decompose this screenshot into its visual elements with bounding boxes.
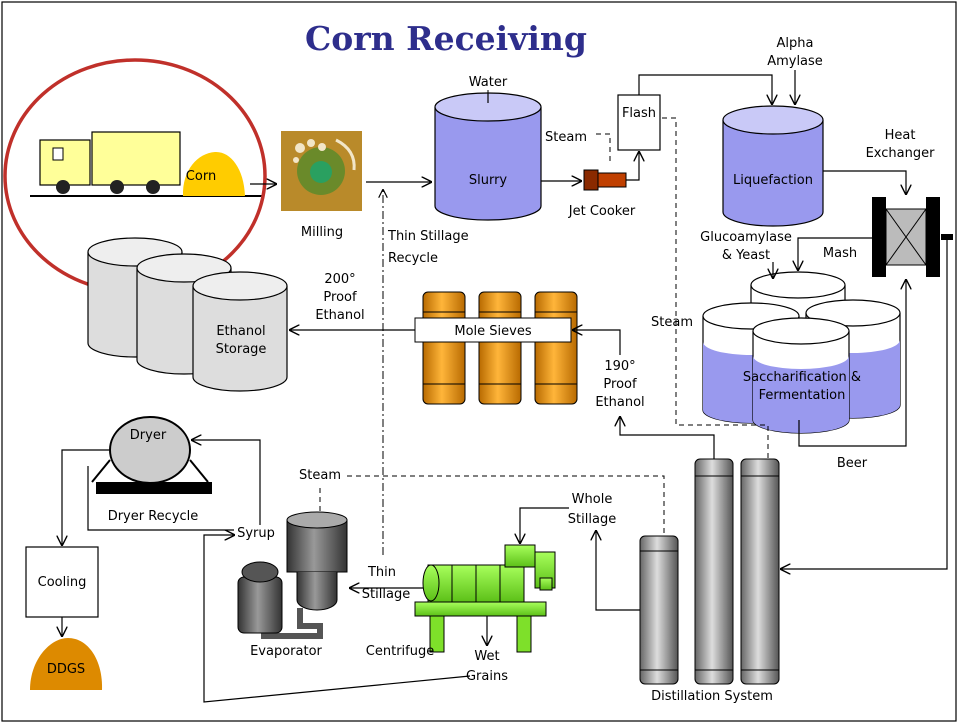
slurry-tank xyxy=(434,92,542,221)
centrifuge-icon xyxy=(414,544,556,653)
slurry-label: Slurry xyxy=(469,173,508,188)
proof-190-label-3: Ethanol xyxy=(595,395,644,410)
centrifuge-label: Centrifuge xyxy=(366,644,434,659)
alpha-amylase-label-2: Amylase xyxy=(767,54,823,69)
liquefaction-tank xyxy=(722,105,824,227)
steam-label-top: Steam xyxy=(545,130,587,145)
alpha-amylase-label-1: Alpha xyxy=(777,36,814,51)
mole-sieve-barrels xyxy=(422,291,578,405)
flow-arrow xyxy=(192,440,261,525)
ddgs-pile xyxy=(30,638,103,690)
flow-arrow xyxy=(62,449,110,545)
flow-arrow xyxy=(781,240,948,569)
flow-arrow xyxy=(798,280,906,447)
proof-200-label-1: 200° xyxy=(324,272,355,287)
proof-190-label-2: Proof xyxy=(603,377,637,392)
jet-cooker-label: Jet Cooker xyxy=(568,204,636,219)
thin-stillage-recycle-label-1: Thin Stillage xyxy=(387,229,469,244)
glucoamylase-label-1: Glucoamylase xyxy=(700,230,792,245)
distillation-system-label: Distillation System xyxy=(651,689,773,704)
dryer-icon xyxy=(91,416,212,494)
heat-exchanger-label-1: Heat xyxy=(885,128,916,143)
wet-grains-label-1: Wet xyxy=(474,649,499,664)
corn-pile xyxy=(182,151,245,196)
ethanol-storage-tanks xyxy=(87,237,288,392)
heat-exchanger-label-2: Exchanger xyxy=(866,146,936,161)
steam-lines xyxy=(319,117,769,534)
distillation-columns xyxy=(639,458,780,685)
jet-cooker-icon xyxy=(583,169,627,191)
steam-label-low: Steam xyxy=(299,468,341,483)
liquefaction-label: Liquefaction xyxy=(733,173,813,188)
flash-label: Flash xyxy=(622,106,656,121)
proof-190-label-1: 190° xyxy=(604,359,635,374)
beer-label: Beer xyxy=(837,456,868,471)
flow-arrow xyxy=(638,74,772,104)
flow-arrow xyxy=(203,535,471,703)
flow-arrow xyxy=(620,417,715,459)
corn-label: Corn xyxy=(186,169,216,184)
syrup-label: Syrup xyxy=(237,526,275,541)
thin-stillage-recycle-label-2: Recycle xyxy=(388,251,438,266)
saccharification-label-1: Saccharification & xyxy=(743,370,861,385)
evaporator-label: Evaporator xyxy=(250,644,322,659)
cooling-label: Cooling xyxy=(38,575,87,590)
flow-arrow xyxy=(823,170,906,194)
proof-200-label-2: Proof xyxy=(323,290,357,305)
steam-line xyxy=(347,475,665,534)
steam-line xyxy=(596,133,611,164)
steam-label-mid: Steam xyxy=(651,315,693,330)
flow-arrow xyxy=(520,507,569,543)
evaporator-icon xyxy=(237,511,348,639)
mole-sieves-label: Mole Sieves xyxy=(454,324,531,339)
ethanol-storage-label-1: Ethanol xyxy=(216,324,265,339)
dryer-recycle-label: Dryer Recycle xyxy=(108,509,199,524)
flow-arrow xyxy=(87,466,234,531)
flow-arrow xyxy=(596,531,640,611)
thin-stillage-label-2: Stillage xyxy=(362,587,410,602)
saccharification-label-2: Fermentation xyxy=(759,388,846,403)
flow-arrow xyxy=(573,330,621,355)
steam-line xyxy=(662,117,769,459)
whole-stillage-label-2: Stillage xyxy=(568,512,616,527)
flow-lines xyxy=(62,70,948,703)
flow-arrow xyxy=(798,237,872,270)
dryer-label: Dryer xyxy=(130,428,167,443)
wet-grains-label-2: Grains xyxy=(466,669,508,684)
water-label: Water xyxy=(469,75,508,90)
mole-sieves-box xyxy=(414,317,572,343)
page-title: Corn Receiving xyxy=(305,19,587,58)
mash-label: Mash xyxy=(823,246,857,261)
ethanol-storage-label-2: Storage xyxy=(216,342,267,357)
proof-200-label-3: Ethanol xyxy=(315,308,364,323)
heat-exchanger-icon xyxy=(872,197,953,277)
thin-stillage-label-1: Thin xyxy=(367,565,396,580)
ddgs-label: DDGS xyxy=(47,662,85,677)
whole-stillage-label-1: Whole xyxy=(572,492,613,507)
flash-vessel xyxy=(617,94,661,151)
cooling-box xyxy=(25,546,99,618)
milling-label: Milling xyxy=(301,225,343,240)
fermentation-tanks xyxy=(702,271,901,434)
flow-arrow xyxy=(626,152,639,181)
milling-icon xyxy=(281,131,362,211)
glucoamylase-label-2: & Yeast xyxy=(722,248,770,263)
